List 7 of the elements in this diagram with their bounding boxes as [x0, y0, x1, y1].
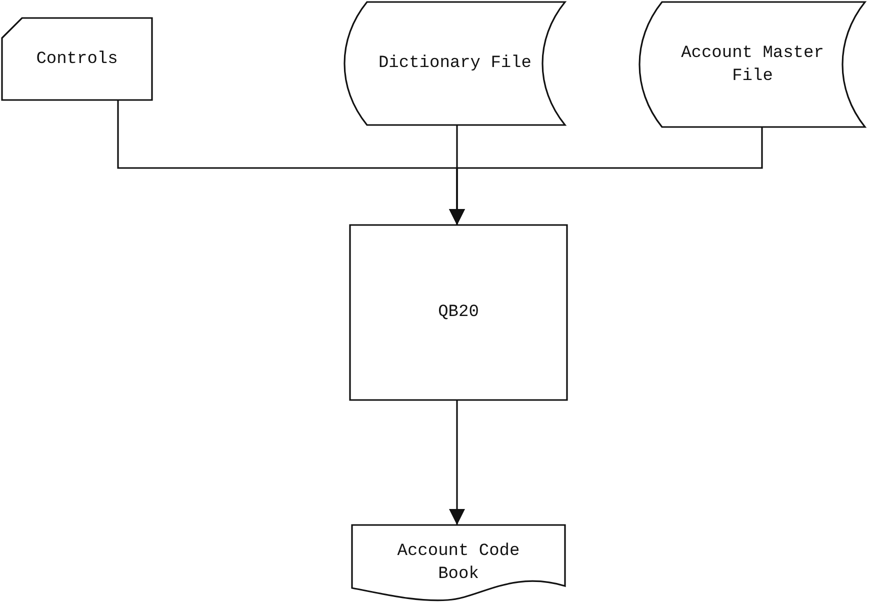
arrow	[449, 127, 763, 225]
node-label: QB20	[438, 302, 479, 324]
node-label: Account Code Book	[396, 540, 521, 586]
node-label: Controls	[36, 48, 118, 70]
arrow	[449, 400, 465, 525]
node-label: Account Master File	[680, 42, 825, 88]
node-label: Dictionary File	[378, 53, 532, 75]
